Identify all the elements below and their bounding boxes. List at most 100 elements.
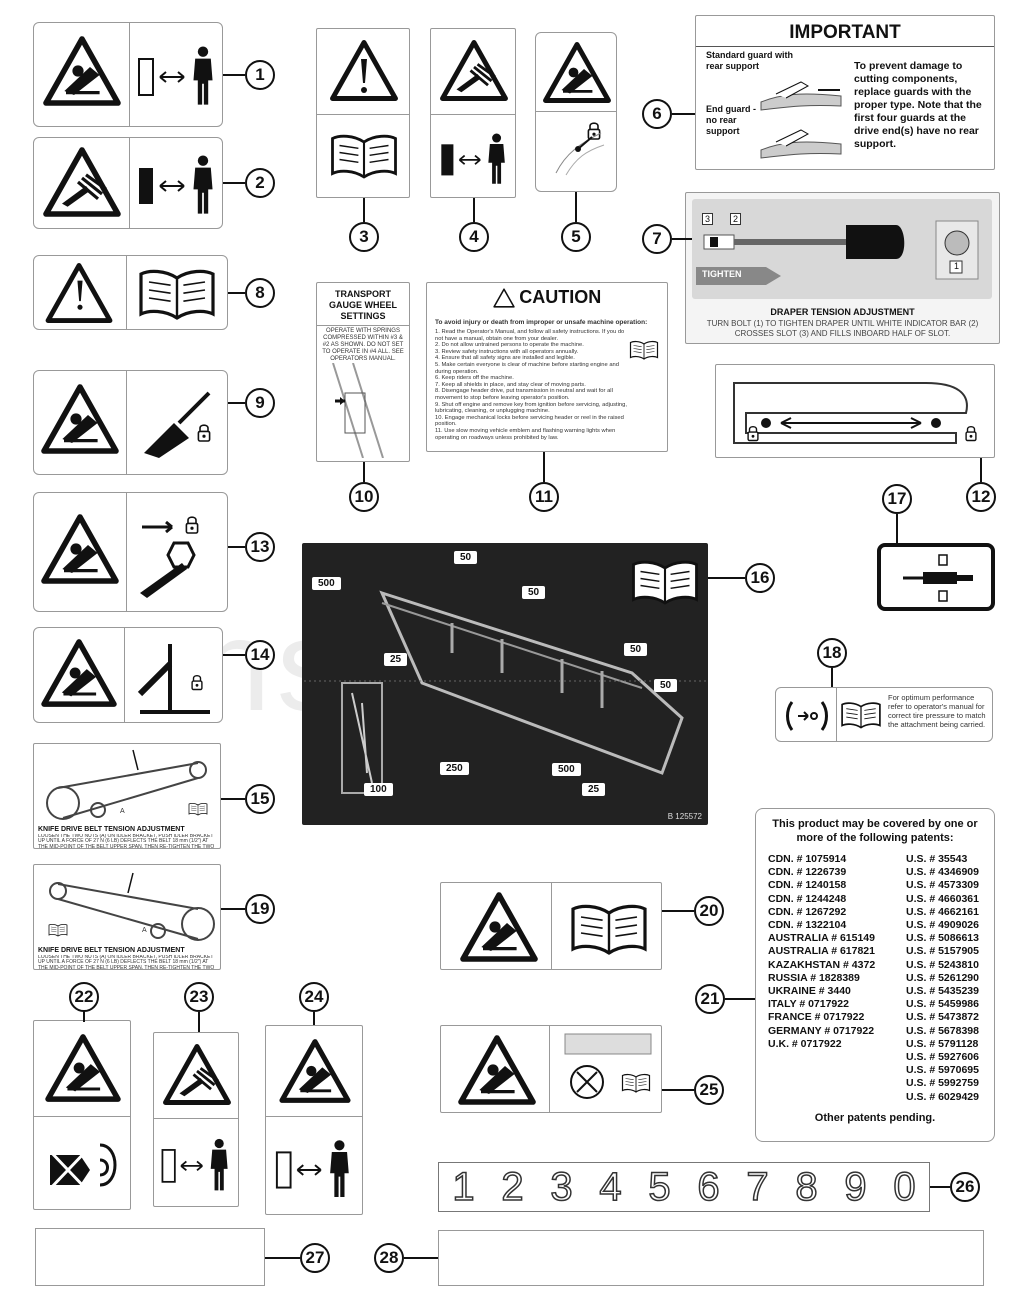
grease-interval: 500 xyxy=(318,578,335,589)
caution-item: 4. Ensure that all safety signs are inst… xyxy=(435,355,575,362)
belt-diagram xyxy=(48,872,215,941)
callout-13: 13 xyxy=(245,532,275,562)
grease-interval: 25 xyxy=(588,784,600,795)
transport-body: OPERATE WITH SPRINGS COMPRESSED WITHIN #… xyxy=(322,328,404,362)
lube-tag-6: 50 xyxy=(654,679,678,692)
decal-6-important: IMPORTANT Standard guard with rear suppo… xyxy=(695,15,995,170)
callout-26: 26 xyxy=(950,1172,980,1202)
lube-tag-2: 500 xyxy=(312,577,341,590)
crush-hazard-icon xyxy=(278,1038,352,1104)
safe-distance-icon xyxy=(134,41,222,111)
decal-25-hazard-manual xyxy=(440,1025,662,1113)
leader-line xyxy=(265,1257,300,1259)
decal-10-transport-gauge: TRANSPORT GAUGE WHEEL SETTINGS OPERATE W… xyxy=(316,282,410,462)
caution-item: 3. Review safety instructions with all o… xyxy=(435,348,579,355)
cutting-hazard-icon xyxy=(162,1043,232,1106)
tighten-label: TIGHTEN xyxy=(702,269,742,279)
caution-item: 11. Use slow moving vehicle emblem and f… xyxy=(435,427,616,441)
patent-entry: U.K. # 0717922 xyxy=(768,1037,842,1050)
exclamation-icon xyxy=(77,280,83,310)
decal-2-cutting xyxy=(33,137,223,229)
digit: 7 xyxy=(746,1164,770,1210)
decal-9-crush-lock xyxy=(33,370,228,475)
no-entry-icon xyxy=(564,1033,652,1099)
leader-line xyxy=(221,798,245,800)
decal-5-lock xyxy=(535,32,617,192)
decal-20-hazard-manual xyxy=(440,882,662,970)
patent-entry: U.S. # 4573309 xyxy=(906,879,979,892)
leader-line xyxy=(662,910,694,912)
caution-item: 5. Make certain everyone is clear of mac… xyxy=(435,361,619,375)
leader-line xyxy=(228,402,245,404)
caution-item: 1. Read the Operator's Manual, and follo… xyxy=(435,329,625,342)
callout-9: 9 xyxy=(245,388,275,418)
draper-body: TURN BOLT (1) TO TIGHTEN DRAPER UNTIL WH… xyxy=(706,319,979,338)
leader-line xyxy=(662,1089,694,1091)
leader-line xyxy=(363,198,365,222)
belt-body: LOOSEN THE TWO NUTS (A) ON IDLER BRACKET… xyxy=(38,955,215,969)
patent-entry: U.S. # 4346909 xyxy=(906,866,979,879)
grease-interval: 50 xyxy=(630,644,642,655)
patent-entry: ITALY # 0717922 xyxy=(768,998,849,1011)
callout-10: 10 xyxy=(349,482,379,512)
operator-manual-icon xyxy=(840,700,882,730)
caution-item: 2. Do not allow untrained persons to ope… xyxy=(435,342,584,349)
leader-line xyxy=(672,238,692,240)
patent-entry: U.S. # 5992759 xyxy=(906,1077,979,1090)
lube-chart-code: B 125572 xyxy=(667,812,702,821)
callout-4: 4 xyxy=(459,222,489,252)
decal-13-crush-lock xyxy=(33,492,228,612)
tension-bolt-diagram xyxy=(696,225,905,285)
digit: 8 xyxy=(795,1164,819,1210)
digit: 9 xyxy=(844,1164,868,1210)
decal-14-crush-lock xyxy=(33,627,223,723)
patents-right-col: U.S. # 35543 U.S. # 4346909 U.S. # 45733… xyxy=(906,853,992,1104)
label-end-guard: End guard - no rear support xyxy=(706,104,756,136)
callout-27: 27 xyxy=(300,1243,330,1273)
patent-entry: U.S. # 4660361 xyxy=(906,892,979,905)
safe-distance-icon xyxy=(161,1138,228,1191)
grease-interval: 50 xyxy=(528,587,540,598)
cutting-hazard-icon xyxy=(42,146,122,218)
patent-entry: FRANCE # 0717922 xyxy=(768,1011,865,1024)
decal-22-rotating xyxy=(33,1020,131,1210)
standard-guard-diagram xyxy=(760,81,842,111)
patent-entry: CDN. # 1240158 xyxy=(768,879,847,892)
grease-interval: 50 xyxy=(460,552,472,563)
leader-line xyxy=(404,1257,438,1259)
callout-8: 8 xyxy=(245,278,275,308)
caution-header: CAUTION xyxy=(431,287,663,317)
patent-entry: U.S. # 5927606 xyxy=(906,1051,979,1064)
belt-body: LOOSEN THE TWO NUTS (A) ON IDLER BRACKET… xyxy=(38,834,215,848)
label-n1: 1 xyxy=(954,261,960,271)
crush-hazard-icon xyxy=(457,1034,537,1106)
exclamation-icon xyxy=(361,59,367,93)
leader-line xyxy=(980,458,982,482)
leader-line xyxy=(543,452,545,482)
callout-21: 21 xyxy=(695,984,725,1014)
digit: 3 xyxy=(550,1164,574,1210)
header-frame-diagram xyxy=(304,590,706,794)
callout-14: 14 xyxy=(245,640,275,670)
decal-12-lock-bar xyxy=(715,364,995,458)
patent-entry: U.S. # 5243810 xyxy=(906,958,979,971)
label-n3: 3 xyxy=(702,213,714,225)
patent-entry: U.S. # 6029429 xyxy=(906,1090,979,1103)
lube-tag-1: 50 xyxy=(454,551,478,564)
callout-11: 11 xyxy=(529,482,559,512)
callout-19: 19 xyxy=(245,894,275,924)
tire-pressure-text: For optimum performance refer to operato… xyxy=(888,693,986,729)
callout-5: 5 xyxy=(561,222,591,252)
operator-manual-icon xyxy=(629,339,659,361)
adjust-knob-icon xyxy=(935,220,979,280)
callout-28: 28 xyxy=(374,1243,404,1273)
patent-entry: CDN. # 1322104 xyxy=(768,919,847,932)
operator-manual-icon xyxy=(137,266,217,322)
patent-entry: U.S. # 4662161 xyxy=(906,905,979,918)
callout-2: 2 xyxy=(245,168,275,198)
leader-line xyxy=(198,1012,200,1032)
safe-distance-icon xyxy=(275,1140,349,1197)
leader-line xyxy=(896,514,898,543)
digit: 1 xyxy=(452,1164,476,1210)
callout-25: 25 xyxy=(694,1075,724,1105)
